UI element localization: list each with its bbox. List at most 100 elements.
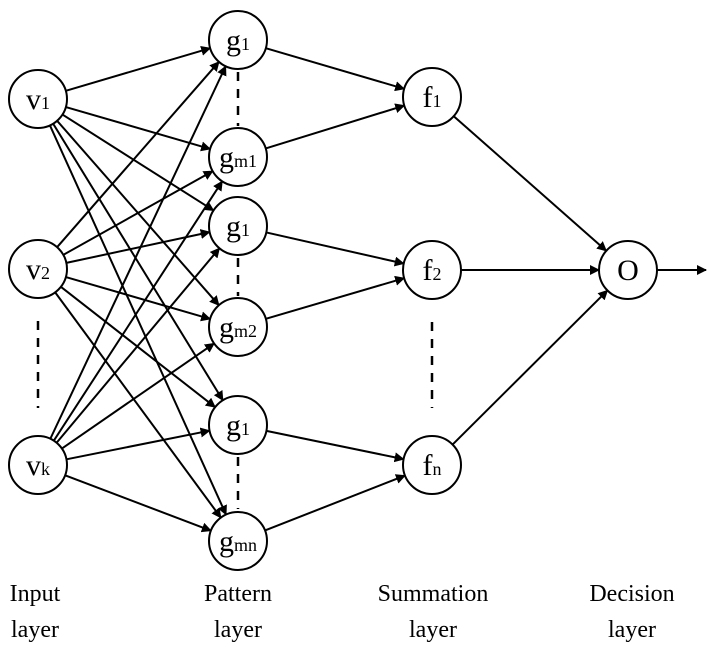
edge-input-2-pattern-4 [65,276,212,322]
pattern-node-3-subscript: 1 [241,220,250,240]
summation-node-1-circle [402,67,462,127]
pattern-node-6-circle [208,511,268,571]
pattern-node-5: g1 [208,395,268,455]
layer-label-3-line2: layer [409,617,457,643]
input-node-2-label: v2 [26,253,50,286]
summation-node-1-subscript: 1 [433,91,442,111]
edge-input-3-pattern-6 [64,474,212,533]
edge-input-3-pattern-4 [61,342,215,450]
pattern-node-6-subscript: mn [234,535,257,555]
edge-pattern-2-summation-1 [265,103,406,150]
input-node-2-subscript: 2 [41,263,50,283]
layer-label-3-line1: Summation [378,581,489,607]
layer-label-1-line1: Input [10,581,61,607]
decision-node: O [598,240,658,300]
summation-node-2-subscript: 2 [433,264,442,284]
pattern-node-6-symbol: g [219,525,234,558]
edge-pattern-6-summation-3 [264,474,406,532]
layer-labels: Input layer Pattern layer Summation layer Deci… [10,581,675,643]
pattern-node-3-symbol: g [226,210,241,243]
pattern-node-5-circle [208,395,268,455]
input-node-2-circle [8,239,68,299]
summation-node-2-label: f2 [423,254,442,287]
pattern-node-1-circle [208,10,268,70]
edge-pattern-3-summation-2 [266,231,405,267]
summation-node-1-symbol: f [423,81,433,114]
summation-node-3-label: fn [423,449,442,482]
summation-node-2-symbol: f [423,254,433,287]
pattern-node-1-symbol: g [226,24,241,57]
edge-input-1-pattern-6 [49,125,227,516]
edge-pattern-5-summation-3 [266,429,405,463]
edge-input-1-pattern-3 [61,113,215,212]
pattern-node-3-label: g1 [226,210,250,243]
pattern-node-5-symbol: g [226,409,241,442]
decision-node-label: O [617,254,639,287]
input-node-1: v1 [8,69,68,129]
pattern-node-4: gm2 [208,297,268,357]
input-node-1-circle [8,69,68,129]
layer-label-4-line1: Decision [589,581,674,607]
edge-input-3-pattern-1 [49,65,227,440]
edge-summation-3-decision [451,289,609,446]
input-node-1-symbol: v [26,83,41,116]
decision-node-circle [598,240,658,300]
edge-input-1-pattern-1 [65,45,212,92]
summation-node-3-subscript: n [433,459,442,479]
pattern-node-1-subscript: 1 [241,34,250,54]
edge-summation-1-decision [453,115,608,252]
edge-input-3-pattern-2 [52,180,224,442]
layer-label-4-line2: layer [608,617,656,643]
pattern-node-2-subscript: m1 [234,151,257,171]
summation-node-3-circle [402,435,462,495]
pattern-node-2-label: gm1 [219,141,257,174]
pattern-node-3-circle [208,196,268,256]
input-node-1-label: v1 [26,83,50,116]
pattern-node-4-subscript: m2 [234,321,257,341]
pattern-node-5-subscript: 1 [241,419,250,439]
pattern-node-4-circle [208,297,268,357]
input-node-3: vk [8,435,68,495]
edge-pattern-4-summation-2 [265,275,406,320]
connection-lines [49,45,707,533]
pattern-node-6-label: gmn [219,525,257,558]
input-node-3-subscript: k [41,459,50,479]
edge-input-3-pattern-3 [55,247,221,444]
pattern-node-3: g1 [208,196,268,256]
ellipsis-dashes [36,72,434,509]
pattern-node-4-symbol: g [219,311,234,344]
edge-input-2-pattern-6 [54,291,222,519]
edge-input-2-pattern-3 [66,229,211,264]
summation-node-1-label: f1 [423,81,442,114]
input-node-2: v2 [8,239,68,299]
input-node-1-subscript: 1 [41,93,50,113]
input-node-3-circle [8,435,68,495]
pattern-node-1: g1 [208,10,268,70]
input-node-3-label: vk [26,449,50,482]
summation-node-2: f2 [402,240,462,300]
summation-node-3-symbol: f [423,449,433,482]
decision-node-symbol: O [617,254,639,287]
edge-pattern-1-summation-1 [265,47,406,92]
pattern-node-4-label: gm2 [219,311,257,344]
edge-input-2-pattern-2 [62,170,214,256]
summation-node-2-circle [402,240,462,300]
pattern-node-2: gm1 [208,127,268,187]
edge-input-2-pattern-1 [56,61,220,248]
pattern-node-1-label: g1 [226,24,250,57]
input-node-3-symbol: v [26,449,41,482]
edge-input-3-pattern-5 [66,427,211,461]
summation-node-3: fn [402,435,462,495]
pattern-node-6: gmn [208,511,268,571]
edge-input-1-pattern-2 [65,106,212,152]
pattern-node-5-label: g1 [226,409,250,442]
pattern-node-2-symbol: g [219,141,234,174]
layer-label-1-line2: layer [11,617,59,643]
summation-node-1: f1 [402,67,462,127]
layer-label-2-line1: Pattern [204,581,272,607]
pattern-node-2-circle [208,127,268,187]
edge-input-1-pattern-5 [52,123,224,402]
layer-label-2-line2: layer [214,617,262,643]
